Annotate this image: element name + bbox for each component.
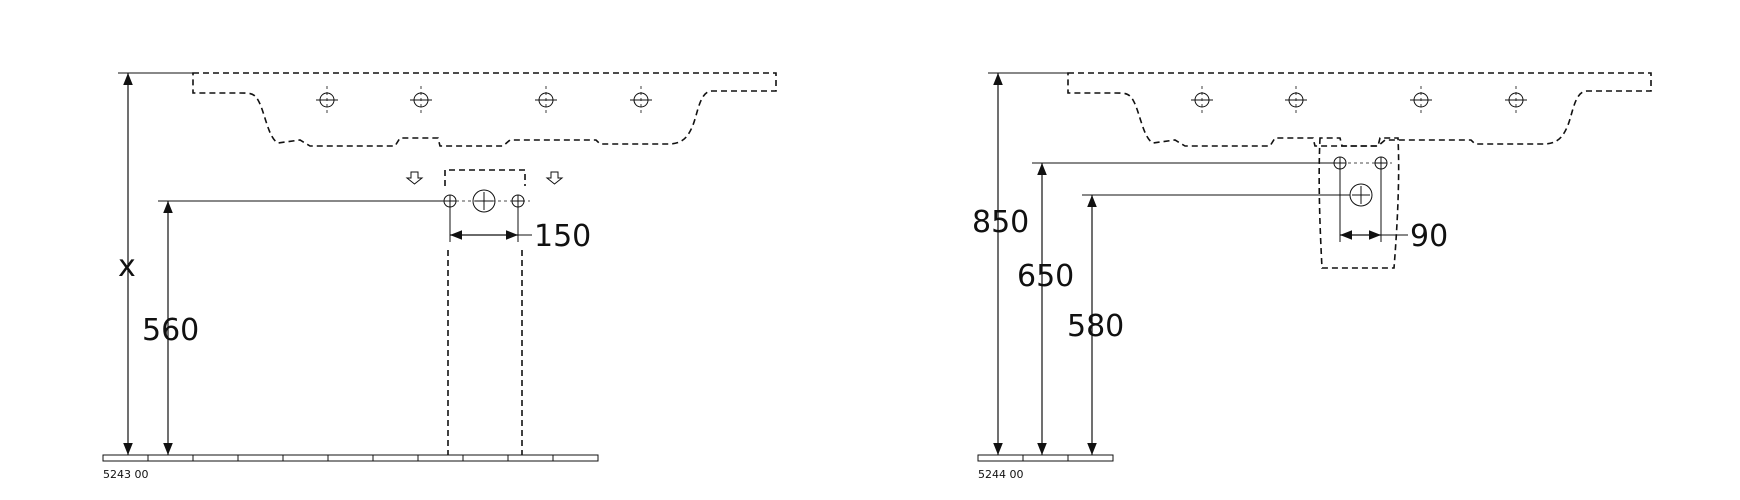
lower-height-label: 580 <box>1067 309 1124 344</box>
drawing-5244: 90 850 650 580 5244 00 <box>972 72 1652 481</box>
valve-right <box>1374 156 1388 170</box>
drawing-5243: 150 x 560 5243 00 <box>102 72 777 481</box>
half-pedestal-outline <box>1318 137 1400 269</box>
product-code: 5243 00 <box>103 468 149 481</box>
waste-outlet <box>472 189 496 213</box>
product-code: 5244 00 <box>978 468 1024 481</box>
floor-tiles <box>102 454 599 462</box>
valve-left <box>1333 156 1347 170</box>
down-arrow-indicator-right <box>545 171 564 185</box>
down-arrow-indicator-left <box>405 171 424 185</box>
tap-hole-4 <box>1505 86 1527 114</box>
trap-cover-outline <box>444 169 526 186</box>
basin-outline <box>192 72 777 147</box>
valve-left <box>443 194 457 208</box>
upper-height-label: 650 <box>1017 259 1074 294</box>
overall-height-label: 850 <box>972 205 1029 240</box>
valve-spacing-label: 90 <box>1410 219 1448 254</box>
tap-hole-1 <box>316 86 338 114</box>
pedestal-outline <box>447 250 523 455</box>
tap-hole-2 <box>410 86 432 114</box>
floor-tiles <box>977 454 1114 462</box>
basin-outline <box>1067 72 1652 147</box>
valve-spacing-label: 150 <box>534 219 591 254</box>
tap-hole-1 <box>1191 86 1213 114</box>
overall-height-label: x <box>118 249 136 284</box>
valve-height-label: 560 <box>142 313 199 348</box>
tap-hole-3 <box>1410 86 1432 114</box>
valve-right <box>511 194 525 208</box>
tap-hole-4 <box>630 86 652 114</box>
tap-hole-3 <box>535 86 557 114</box>
waste-outlet <box>1349 183 1373 207</box>
tap-hole-2 <box>1285 86 1307 114</box>
